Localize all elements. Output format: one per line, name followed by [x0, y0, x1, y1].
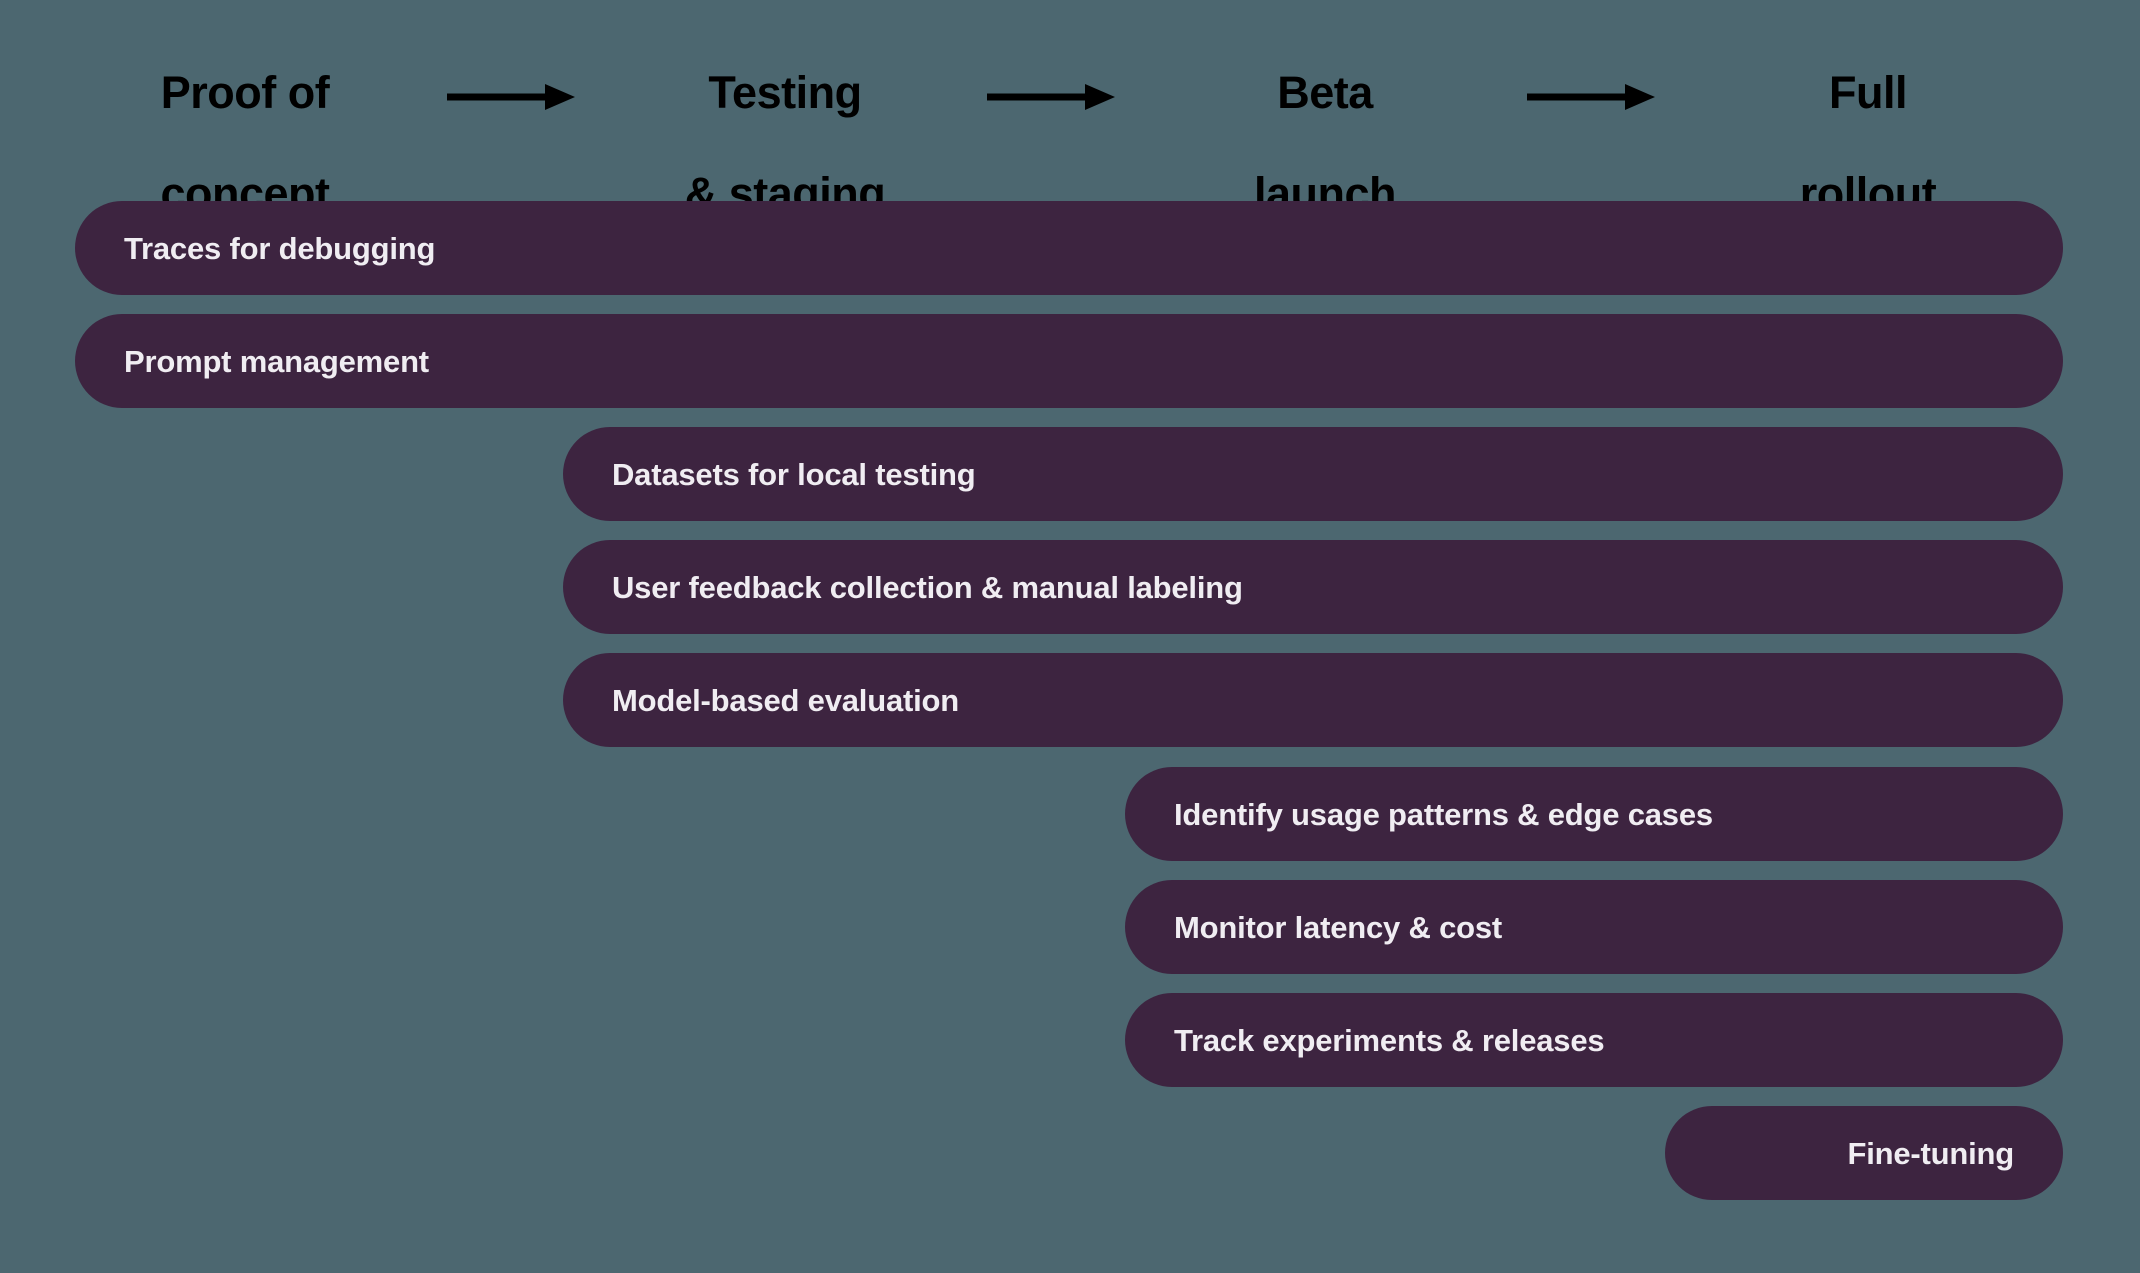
- stage-label-line1: Proof of: [160, 67, 330, 119]
- arrow-beta-to-full-icon: [1527, 82, 1657, 112]
- stage-label-line1: Beta: [1277, 67, 1373, 119]
- capability-bar-model-based-evaluation[interactable]: Model-based evaluation: [563, 653, 2063, 747]
- stage-label-testing-and-staging: Testing & staging: [685, 18, 886, 270]
- capability-bar-label: Monitor latency & cost: [1174, 909, 1503, 945]
- capability-bar-prompt-management[interactable]: Prompt management: [75, 314, 2063, 408]
- capability-bar-label: Prompt management: [124, 343, 429, 379]
- capability-bar-label: Traces for debugging: [124, 230, 436, 266]
- capability-bar-monitor-latency-and-cost[interactable]: Monitor latency & cost: [1125, 880, 2063, 974]
- capability-bar-track-experiments-and-releases[interactable]: Track experiments & releases: [1125, 993, 2063, 1087]
- capability-bar-label: Fine-tuning: [1847, 1135, 2014, 1171]
- stage-label-line1: Full: [1829, 67, 1907, 119]
- capability-bar-label: Identify usage patterns & edge cases: [1174, 796, 1713, 832]
- capability-bar-fine-tuning[interactable]: Fine-tuning: [1665, 1106, 2063, 1200]
- capability-bar-datasets-for-local-testing[interactable]: Datasets for local testing: [563, 427, 2063, 521]
- capability-bar-label: Model-based evaluation: [612, 682, 959, 718]
- capability-bar-label: Track experiments & releases: [1174, 1022, 1605, 1058]
- arrow-testing-to-beta-icon: [987, 82, 1117, 112]
- stage-header-row: Proof of concept Testing & staging Beta …: [0, 0, 2140, 219]
- capability-bar-label: Datasets for local testing: [612, 456, 976, 492]
- capability-bar-identify-usage-patterns[interactable]: Identify usage patterns & edge cases: [1125, 767, 2063, 861]
- capability-bar-traces-for-debugging[interactable]: Traces for debugging: [75, 201, 2063, 295]
- arrow-proof-to-testing-icon: [447, 82, 577, 112]
- capability-bar-label: User feedback collection & manual labeli…: [612, 569, 1243, 605]
- stage-label-line1: Testing: [708, 67, 862, 119]
- capability-bar-user-feedback-collection[interactable]: User feedback collection & manual labeli…: [563, 540, 2063, 634]
